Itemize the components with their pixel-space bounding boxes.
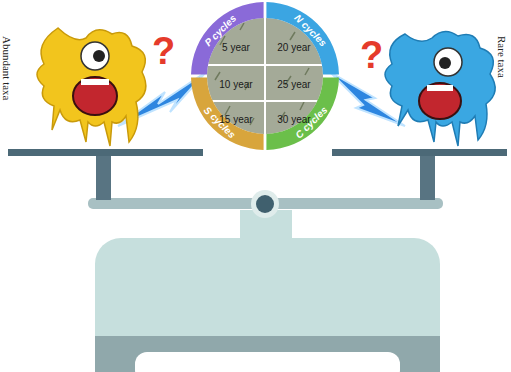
pivot-ring [251, 190, 279, 218]
microbe-mouth [73, 77, 117, 115]
scale-plate [8, 149, 203, 156]
scale-post [420, 156, 435, 200]
abundant-microbe [37, 28, 146, 146]
year-panel: 10 year [210, 73, 262, 95]
ring-segment [191, 2, 264, 75]
scale-base-opening [135, 352, 400, 372]
microbe-pupil [93, 50, 105, 62]
year-panel: 25 year [268, 73, 320, 95]
pivot [256, 195, 274, 213]
taxa-label: Abundant taxa [1, 36, 13, 100]
question-mark: ? [152, 30, 175, 73]
cycle-ring [191, 2, 339, 150]
question-mark: ? [360, 34, 383, 77]
year-panel: 20 year [268, 36, 320, 58]
scale-base [95, 238, 440, 372]
microbe-pupil [439, 57, 451, 69]
ring-segment [266, 2, 339, 75]
year-label: 25 year [277, 79, 310, 90]
photo-divider [264, 15, 266, 140]
rare-microbe [385, 31, 495, 146]
year-label: 5 year [222, 42, 250, 53]
microbe-teeth [81, 79, 109, 85]
microbe-eye [434, 48, 462, 76]
taxa-label: Rare taxa [496, 36, 508, 78]
microbe-teeth [427, 85, 453, 91]
scale-plate [332, 149, 507, 156]
year-label: 10 year [219, 79, 252, 90]
year-label: 20 year [277, 42, 310, 53]
ring-segment [191, 77, 264, 150]
microbe-eye [81, 42, 109, 70]
photo-divider [200, 64, 330, 66]
photo-divider [200, 100, 330, 102]
scale-post [96, 156, 111, 200]
microbe-mouth [419, 83, 461, 119]
year-panel: 5 year [210, 36, 262, 58]
ring-segment [266, 77, 339, 150]
